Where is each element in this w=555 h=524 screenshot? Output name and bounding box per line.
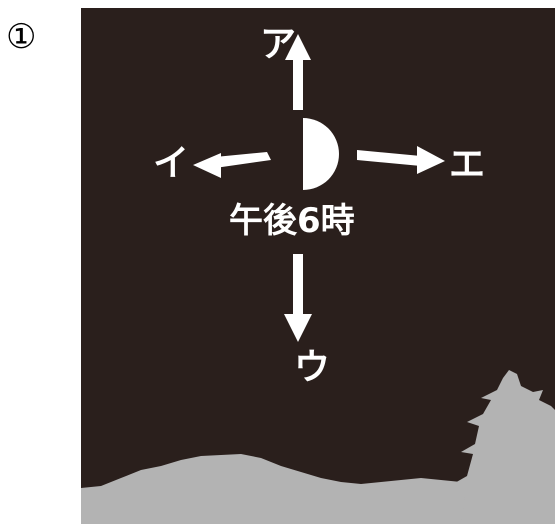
scene-graphics xyxy=(81,34,555,524)
figure-number: ① xyxy=(6,17,37,57)
mountain-silhouette xyxy=(81,454,555,524)
direction-label-down: ウ xyxy=(294,347,331,388)
half-moon-icon xyxy=(303,118,339,190)
direction-label-right: エ xyxy=(449,144,486,185)
arrow-up-icon xyxy=(285,34,311,110)
arrow-down-icon xyxy=(284,254,312,342)
direction-label-up: ア xyxy=(260,24,297,65)
direction-label-left: イ xyxy=(153,143,190,184)
arrow-left-icon xyxy=(193,152,271,178)
night-sky-scene: ア イ エ ウ 午後6時 xyxy=(81,8,555,524)
castle-silhouette xyxy=(453,370,555,524)
time-label: 午後6時 xyxy=(229,201,355,241)
arrow-right-icon xyxy=(357,146,445,174)
